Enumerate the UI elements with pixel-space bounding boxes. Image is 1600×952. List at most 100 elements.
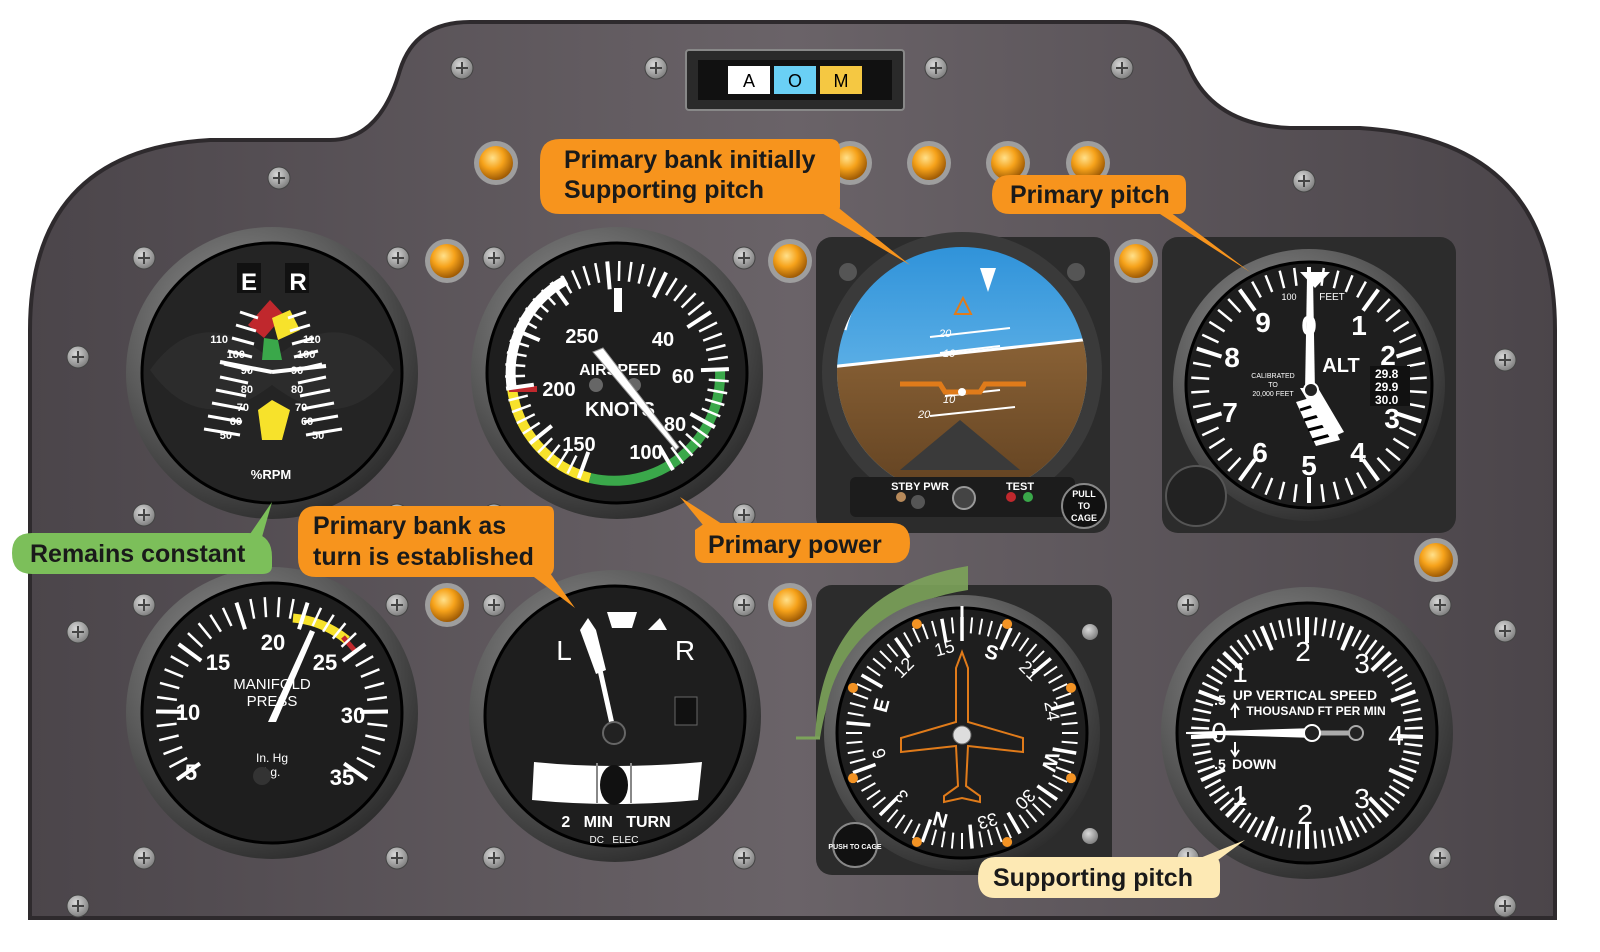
vsi-down-tick <box>1313 830 1318 849</box>
turn-right-index <box>648 618 667 630</box>
heading-cage-knob[interactable] <box>832 822 878 868</box>
tach-right-tick <box>299 388 331 398</box>
manifold-tick <box>331 622 347 640</box>
airspeed-tick <box>508 394 529 402</box>
altimeter-tick <box>1251 280 1262 298</box>
vsi-down-tick <box>1349 820 1360 838</box>
heading-tick <box>894 814 906 829</box>
airspeed-indicator: 250 40 60 80 100 150 200 AIRSPEED KNOTS <box>471 227 763 519</box>
vsi-down-tick <box>1396 734 1423 740</box>
vsi-down-tick <box>1368 796 1390 818</box>
altimeter-tick <box>1278 270 1286 289</box>
vsi-down-tick <box>1191 742 1210 748</box>
heading-tick <box>931 620 938 637</box>
airspeed-tick <box>522 421 541 435</box>
tach-right-tick <box>291 336 315 346</box>
screw-slot <box>138 852 150 864</box>
heading-tick <box>1055 766 1072 774</box>
tach-left-tick <box>219 375 249 385</box>
callout-primary-pitch-text: Primary pitch <box>1010 181 1170 209</box>
vsi-up-tick <box>1191 726 1210 730</box>
heading-tick <box>852 692 869 700</box>
heading-tick <box>940 831 946 848</box>
manifold-tick <box>276 597 281 618</box>
heading-tick <box>903 632 913 647</box>
altimeter-tick <box>1398 426 1417 437</box>
turn-dc-elec-label: DC ELEC <box>590 835 639 846</box>
vsi-down-tick <box>1320 829 1326 848</box>
tach-left-tick <box>239 310 259 320</box>
alt-center-label: ALT <box>1322 355 1359 377</box>
vsi-down-tick <box>1404 742 1423 748</box>
heading-tick <box>1003 823 1012 839</box>
manifold-unit-line1: In. Hg <box>256 751 288 765</box>
airspeed-250: 250 <box>565 326 598 348</box>
altimeter-tick <box>1406 402 1426 409</box>
callout-primary-bank-initially-line1: Primary bank initially <box>564 146 816 174</box>
tach-right-tick <box>303 414 339 424</box>
tach-yellow-arc-bottom <box>258 400 290 440</box>
altimeter-tick <box>1292 267 1298 286</box>
tach-left-tick <box>231 336 255 346</box>
tach-left-tick <box>215 388 247 398</box>
airspeed-tick <box>664 277 678 296</box>
heading-s: S <box>982 641 1001 666</box>
heading-tick <box>969 617 974 634</box>
heading-tick <box>950 832 955 849</box>
airspeed-200: 200 <box>542 379 575 401</box>
heading-orange-index <box>847 773 858 784</box>
airspeed-tick <box>704 398 725 407</box>
turn-level-index <box>607 612 637 628</box>
manifold-tick <box>158 734 179 742</box>
aom-o-label: O <box>788 71 802 91</box>
manifold-tick <box>311 607 323 627</box>
heading-tick <box>1043 665 1058 677</box>
manifold-tick <box>322 614 335 633</box>
vsi-up-tick <box>1381 658 1398 672</box>
heading-tick <box>1061 740 1078 745</box>
airspeed-tick <box>537 437 554 454</box>
aom-o-lamp <box>774 66 816 94</box>
vsi-down-tick <box>1368 807 1382 824</box>
airspeed-tick <box>524 307 543 321</box>
tach-left-tick <box>207 414 243 424</box>
warning-light <box>479 146 513 180</box>
heading-tick <box>1018 637 1030 652</box>
heading-tick <box>866 789 881 801</box>
alt-digit-3: 3 <box>1384 403 1400 434</box>
vsi-down-2: 2 <box>1297 799 1313 830</box>
airspeed-100: 100 <box>629 442 662 464</box>
heading-tick <box>856 683 872 692</box>
altimeter-tick <box>1376 457 1391 472</box>
manifold-tick <box>361 745 381 756</box>
vsi-down-tick <box>1197 764 1216 774</box>
heading-tick <box>847 749 864 755</box>
vsi-down-tick <box>1328 828 1335 847</box>
screw-slot <box>738 252 750 264</box>
attitude-pitch-10-down: 10 <box>943 394 956 406</box>
altimeter-tick <box>1201 426 1220 437</box>
alt-setting-knob[interactable] <box>1165 465 1227 527</box>
heading-tick <box>986 620 993 637</box>
vsi-down-tick <box>1279 828 1286 847</box>
attitude-adjust-knob[interactable] <box>952 486 976 510</box>
warning-light <box>773 588 807 622</box>
tach-needle-rotor <box>271 364 327 374</box>
airspeed-tick <box>594 262 601 283</box>
manifold-tick <box>163 745 183 756</box>
heading-tick <box>1055 692 1072 700</box>
heading-e: E <box>870 696 895 715</box>
vsi-up-tick <box>1336 622 1345 641</box>
manifold-tick <box>221 607 233 627</box>
warning-light <box>833 146 867 180</box>
attitude-cage-knob[interactable] <box>1061 483 1107 529</box>
screw-slot <box>1298 175 1310 187</box>
heading-tick <box>999 627 1013 651</box>
manifold-tick <box>360 668 380 678</box>
alt-digit-5: 5 <box>1301 450 1317 481</box>
airspeed-tick <box>571 269 582 290</box>
screw-slot <box>138 509 150 521</box>
vsi-down-tick <box>1338 815 1353 842</box>
heading-tick <box>912 627 921 643</box>
vsi-up-tick <box>1193 708 1212 715</box>
